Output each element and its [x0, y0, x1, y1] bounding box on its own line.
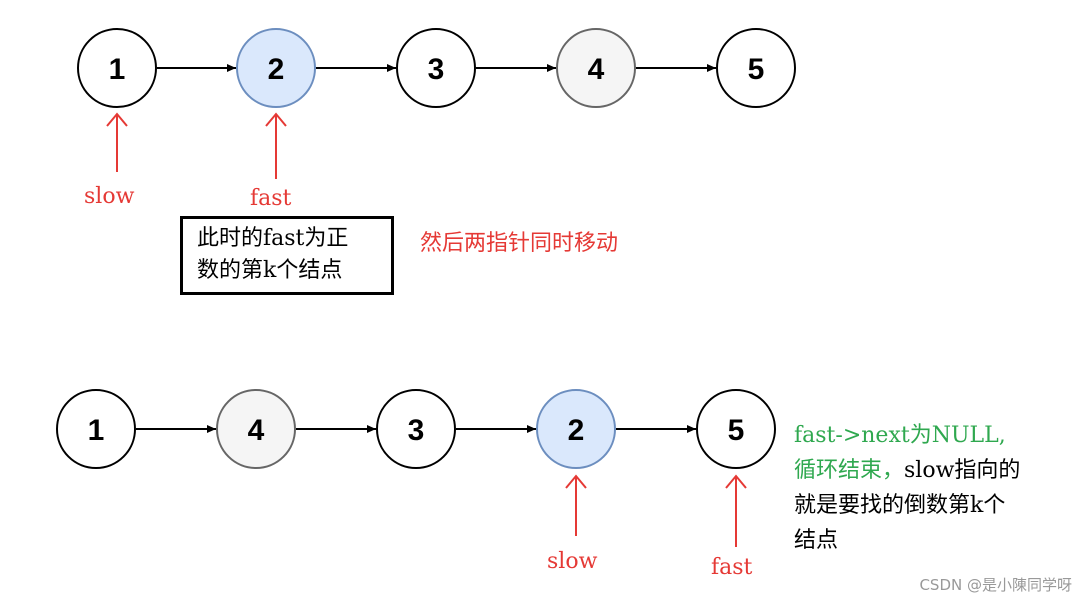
- list-node: 4: [556, 28, 636, 108]
- list-node: 1: [77, 28, 157, 108]
- node-value: 2: [568, 414, 585, 447]
- node-value: 5: [728, 414, 745, 447]
- node-circle: [56, 389, 136, 469]
- list-node: 1: [56, 389, 136, 469]
- node-circle: [696, 389, 776, 469]
- loop-end-note: fast->next为NULL, 循环结束，slow指向的 就是要找的倒数第k个…: [794, 418, 1079, 558]
- end-note-line-3: 就是要找的倒数第k个: [794, 493, 1006, 518]
- node-value: 5: [748, 53, 765, 86]
- pointer-head: [265, 112, 287, 127]
- slow-pointer-arrow: [106, 112, 128, 172]
- node-circle: [556, 28, 636, 108]
- node-circle: [236, 28, 316, 108]
- note-box-line-1: 此时的fast为正: [197, 226, 349, 251]
- node-circle: [716, 28, 796, 108]
- node-circle: [536, 389, 616, 469]
- node-value: 3: [408, 414, 425, 447]
- pointer-head: [106, 112, 128, 127]
- end-note-line-2-green: 循环结束，: [794, 458, 905, 483]
- node-circle: [77, 28, 157, 108]
- pointer-head: [565, 474, 587, 489]
- node-circle: [216, 389, 296, 469]
- list-node: 3: [376, 389, 456, 469]
- node-circle: [396, 28, 476, 108]
- pointer-head: [725, 474, 747, 489]
- list-node: 3: [396, 28, 476, 108]
- node-value: 3: [428, 53, 445, 86]
- node-value: 1: [109, 53, 126, 86]
- node-value: 2: [268, 53, 285, 86]
- list-node: 5: [716, 28, 796, 108]
- list-node: 2: [536, 389, 616, 469]
- node-value: 1: [88, 414, 105, 447]
- end-note-line-2-black: slow指向的: [904, 458, 1021, 483]
- list-node: 4: [216, 389, 296, 469]
- top-linked-list: 1 2 3 4 5: [77, 28, 796, 179]
- note-box-line-2: 数的第k个结点: [197, 258, 343, 283]
- fast-position-note-box: 此时的fast为正 数的第k个结点: [180, 216, 394, 295]
- fast-pointer-label: fast: [250, 186, 292, 211]
- fast-pointer-arrow: [725, 474, 747, 547]
- slow-pointer-label: slow: [547, 549, 598, 574]
- node-value: 4: [248, 414, 265, 447]
- slow-pointer-arrow: [565, 474, 587, 536]
- node-value: 4: [588, 53, 605, 86]
- end-note-line-1: fast->next为NULL,: [794, 423, 1006, 448]
- list-node: 5: [696, 389, 776, 469]
- simultaneous-move-note: 然后两指针同时移动: [420, 231, 619, 256]
- end-note-line-4: 结点: [794, 528, 839, 553]
- node-circle: [376, 389, 456, 469]
- bottom-linked-list: 1 4 3 2 5: [56, 389, 776, 547]
- list-node: 2: [236, 28, 316, 108]
- slow-pointer-label: slow: [84, 184, 135, 209]
- fast-pointer-label: fast: [711, 555, 753, 580]
- watermark: CSDN @是小陳同学呀: [919, 576, 1072, 594]
- fast-pointer-arrow: [265, 112, 287, 179]
